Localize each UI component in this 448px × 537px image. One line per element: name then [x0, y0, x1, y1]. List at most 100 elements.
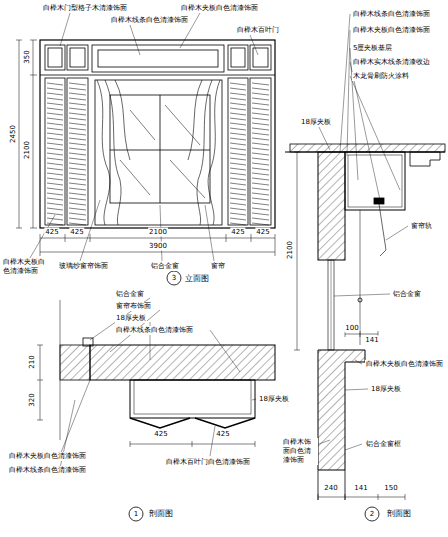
louver	[252, 203, 269, 205]
louver	[230, 83, 246, 85]
louver	[47, 98, 63, 100]
louver	[69, 178, 86, 180]
louver	[69, 143, 86, 145]
louver	[252, 108, 269, 110]
material-note: 窗帘	[210, 262, 226, 271]
louver	[69, 208, 86, 210]
louver	[252, 163, 269, 165]
louver	[69, 163, 86, 165]
louver	[47, 138, 63, 140]
louver	[69, 108, 86, 110]
louver	[47, 208, 63, 210]
material-note: 玻璃纱窗帘饰面	[58, 262, 109, 271]
louver	[47, 178, 63, 180]
louver	[252, 128, 269, 130]
louver	[47, 143, 63, 145]
louver	[69, 148, 86, 150]
louver	[230, 208, 246, 210]
louver	[47, 193, 63, 195]
view-number: 3	[171, 274, 177, 283]
louver	[230, 213, 246, 215]
dimension: 150	[383, 484, 398, 493]
louver	[230, 123, 246, 125]
louver	[69, 183, 86, 185]
louver	[252, 173, 269, 175]
louver	[252, 208, 269, 210]
material-note: 铝合金窗	[115, 290, 145, 299]
louver	[47, 158, 63, 160]
louver	[230, 173, 246, 175]
louver	[47, 173, 63, 175]
dimension: 210	[28, 354, 37, 369]
dimension: 2100	[23, 140, 32, 160]
louver	[252, 178, 269, 180]
louver	[47, 93, 63, 95]
louver	[69, 98, 86, 100]
louver	[230, 128, 246, 130]
material-note: 铝合金窗	[150, 262, 180, 271]
louver	[252, 168, 269, 170]
louver	[69, 118, 86, 120]
louver	[230, 88, 246, 90]
louver	[69, 188, 86, 190]
dimension: 425	[215, 430, 230, 439]
louver	[230, 168, 246, 170]
dimension: 2100	[286, 240, 295, 260]
louver	[252, 143, 269, 145]
louver	[230, 203, 246, 205]
louver	[252, 88, 269, 90]
material-note: 白榉木线条白色清漆饰面	[8, 466, 87, 475]
material-note: 白榉木夹板白色清漆饰面	[2, 258, 50, 276]
louver	[230, 133, 246, 135]
louver	[69, 103, 86, 105]
material-note: 白榉木百叶门	[236, 26, 280, 35]
louver	[47, 188, 63, 190]
louver	[252, 98, 269, 100]
louver	[47, 218, 63, 220]
dimension: 350	[23, 49, 32, 64]
dimension: 2450	[9, 124, 18, 144]
material-note: 白榉木门型格子木清漆饰面	[42, 4, 128, 13]
material-note: 白榉木百叶门白色清漆饰面	[165, 458, 251, 467]
louver	[252, 218, 269, 220]
louver	[252, 148, 269, 150]
dimension: 425	[69, 228, 84, 237]
louver	[252, 138, 269, 140]
louver	[47, 148, 63, 150]
material-note: 白榉木实木线条清漆收边	[352, 58, 431, 67]
dimension: 425	[230, 228, 245, 237]
louver	[69, 138, 86, 140]
dimension: 141	[353, 484, 368, 493]
material-note: 18厚夹板	[300, 118, 332, 127]
louver	[252, 133, 269, 135]
view-number: 1	[133, 510, 139, 519]
louver	[252, 213, 269, 215]
dimension: 141	[364, 336, 379, 345]
louver	[252, 223, 269, 225]
material-note: 18厚夹板	[115, 314, 147, 323]
louver	[230, 178, 246, 180]
louver	[252, 183, 269, 185]
louver	[69, 218, 86, 220]
view-number: 2	[369, 510, 375, 519]
louver	[47, 123, 63, 125]
louver	[252, 198, 269, 200]
dimension: 3900	[148, 242, 168, 251]
material-note: 白榉木线条白色清漆饰面	[115, 326, 194, 335]
louver	[47, 168, 63, 170]
section-1	[37, 298, 275, 521]
dimension: 425	[255, 228, 270, 237]
material-note: 5厘夹板基层	[352, 44, 393, 53]
view-title: 立面图	[184, 274, 210, 284]
louver	[252, 123, 269, 125]
material-note: 18厚夹板	[370, 385, 402, 394]
louver	[47, 163, 63, 165]
louver	[230, 223, 246, 225]
louver	[69, 153, 86, 155]
louver	[47, 103, 63, 105]
material-note: 木龙骨刷防火涂料	[352, 72, 410, 81]
view-title: 剖面图	[148, 509, 174, 519]
louver	[69, 193, 86, 195]
louver	[69, 93, 86, 95]
louver	[230, 193, 246, 195]
